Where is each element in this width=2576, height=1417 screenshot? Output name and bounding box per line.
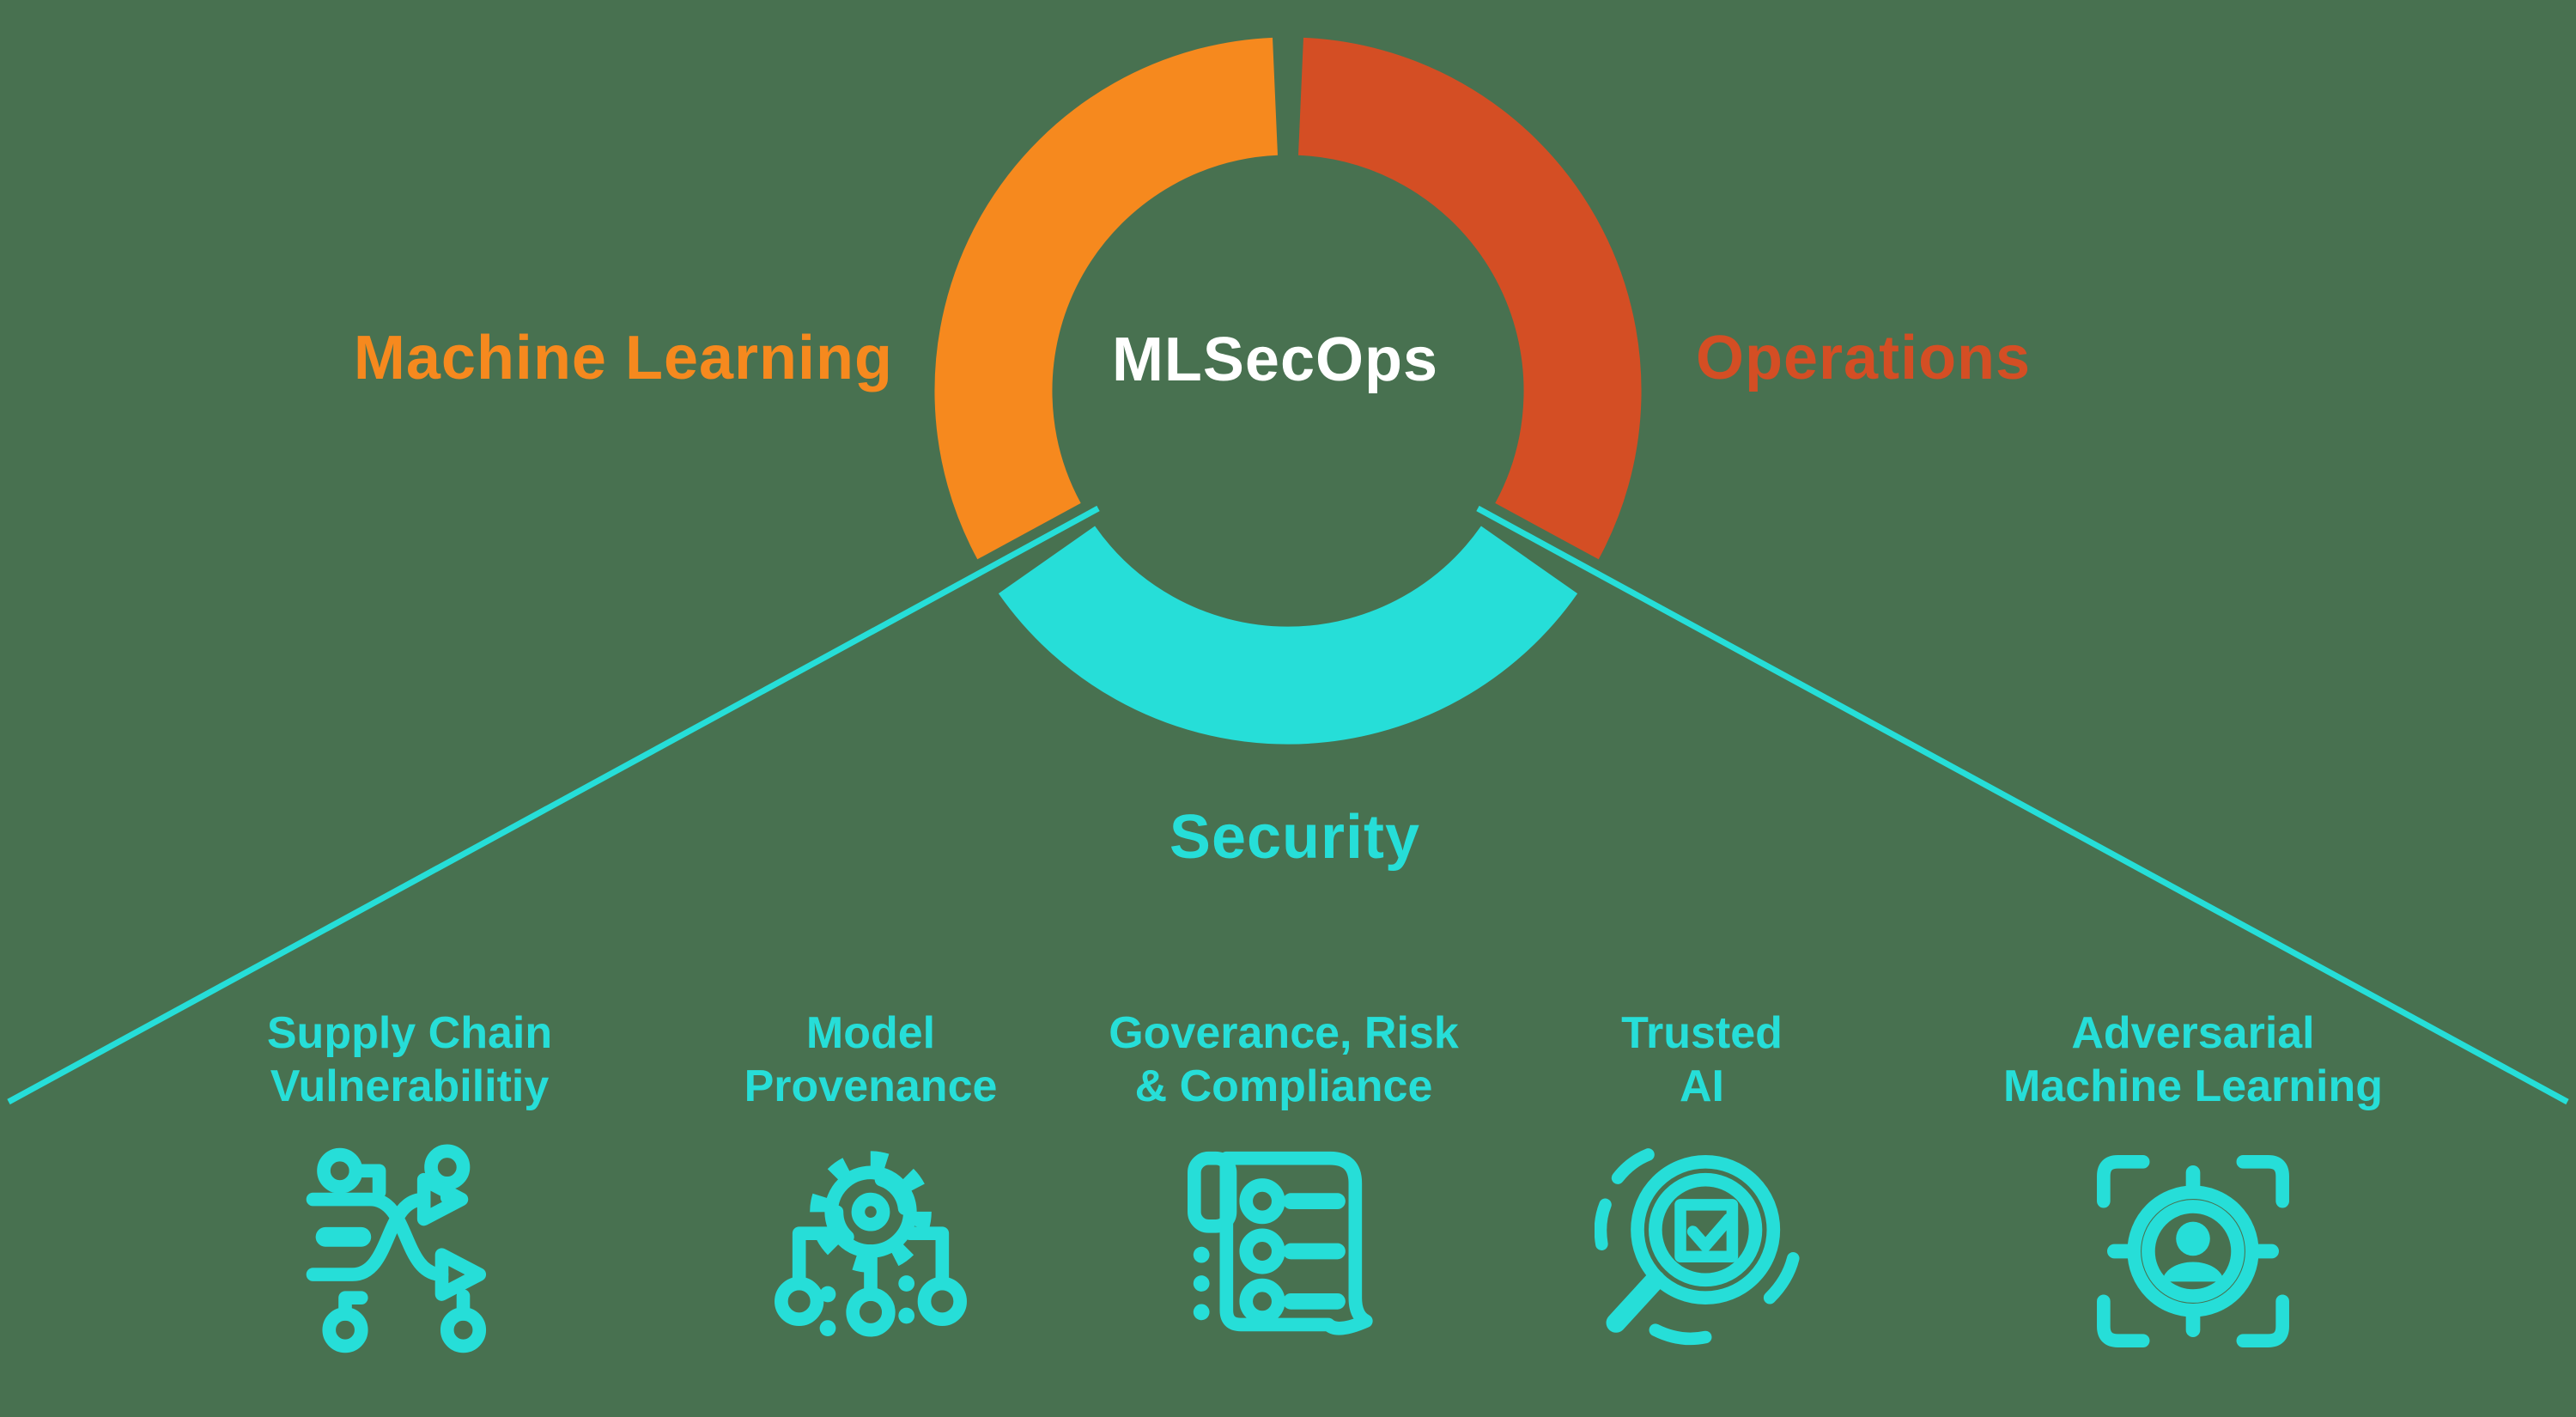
category-governance-risk-compliance: Goverance, Risk & Compliance xyxy=(1043,1006,1524,1363)
model-provenance-icon xyxy=(775,1151,967,1337)
category-label-line2: Vulnerabilitiy xyxy=(270,1061,550,1111)
category-label: Model Provenance xyxy=(630,1006,1111,1113)
segment-operations xyxy=(1297,37,1642,560)
segment-machine-learning xyxy=(934,37,1279,560)
connector-line-right xyxy=(1476,505,2569,1105)
category-supply-chain-vulnerability: Supply Chain Vulnerabilitiy xyxy=(169,1006,650,1363)
category-label-line1: Model xyxy=(805,1008,936,1058)
category-label-line2: Machine Learning xyxy=(2002,1061,2384,1111)
supply-chain-icon xyxy=(306,1144,487,1353)
magnifier-check-icon xyxy=(1595,1148,1800,1346)
category-label: Adversarial Machine Learning xyxy=(1953,1006,2433,1113)
category-label: Supply Chain Vulnerabilitiy xyxy=(169,1006,650,1113)
category-label: Goverance, Risk & Compliance xyxy=(1043,1006,1524,1113)
category-label-line1: Supply Chain xyxy=(266,1008,553,1058)
target-user-icon xyxy=(2097,1155,2289,1347)
category-label-line1: Goverance, Risk xyxy=(1109,1008,1459,1058)
category-model-provenance: Model Provenance xyxy=(630,1006,1111,1363)
category-label: Trusted AI xyxy=(1461,1006,1942,1113)
mlsecops-center-label: MLSecOps xyxy=(1111,325,1439,394)
security-label: Security xyxy=(1169,803,1421,872)
category-trusted-ai: Trusted AI xyxy=(1461,1006,1942,1363)
category-label-line1: Trusted xyxy=(1621,1008,1783,1058)
category-label-line1: Adversarial xyxy=(2071,1008,2315,1058)
operations-label: Operations xyxy=(1696,324,2032,392)
machine-learning-label: Machine Learning xyxy=(353,324,893,392)
segment-security xyxy=(998,525,1578,745)
category-label-line2: Provenance xyxy=(744,1061,998,1111)
checklist-icon xyxy=(1188,1151,1373,1335)
category-label-line2: & Compliance xyxy=(1134,1061,1433,1111)
category-label-line2: AI xyxy=(1680,1061,1724,1111)
connector-line-left xyxy=(7,505,1100,1105)
category-adversarial-machine-learning: Adversarial Machine Learning xyxy=(1953,1006,2433,1363)
